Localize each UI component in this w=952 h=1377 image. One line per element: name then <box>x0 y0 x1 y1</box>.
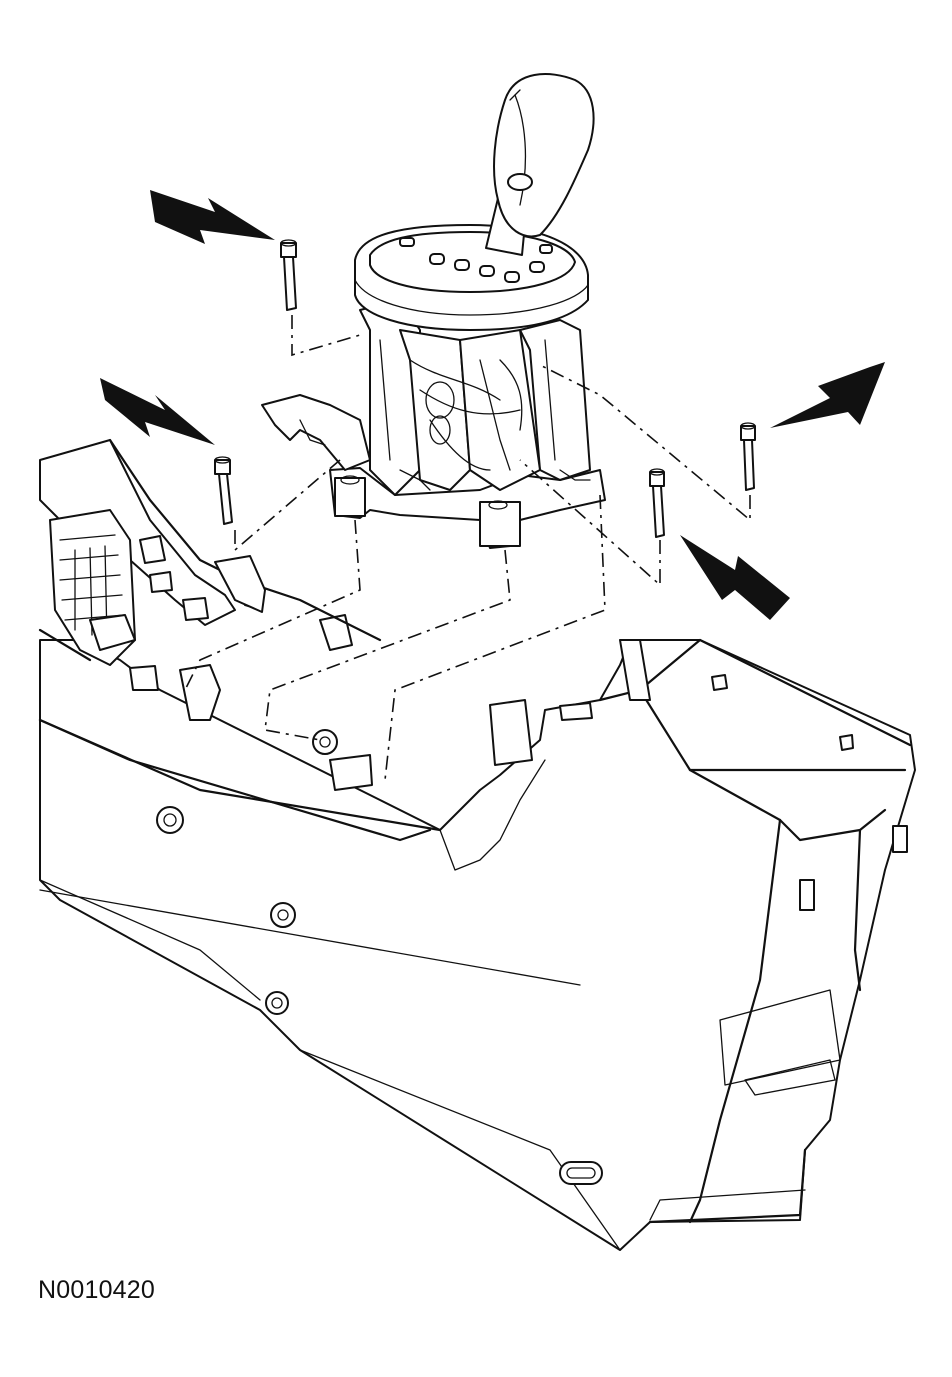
callout-arrow-icon <box>100 190 885 620</box>
arrow-left <box>100 378 215 445</box>
arrow-right <box>770 362 885 428</box>
arrow-upper-left <box>150 190 275 244</box>
bolt-upper-left <box>280 239 297 311</box>
floor-console-icon <box>38 438 916 1251</box>
dash-dot-alignment-line <box>184 315 751 781</box>
bolt-right <box>740 422 756 491</box>
gear-shift-lever-assembly-icon <box>261 73 606 549</box>
bolt-left <box>214 456 233 525</box>
bolt-icon <box>214 239 756 538</box>
arrow-lower-right <box>680 535 790 620</box>
bolt-lower-right <box>649 468 665 538</box>
figure-code: N0010420 <box>38 1276 155 1304</box>
